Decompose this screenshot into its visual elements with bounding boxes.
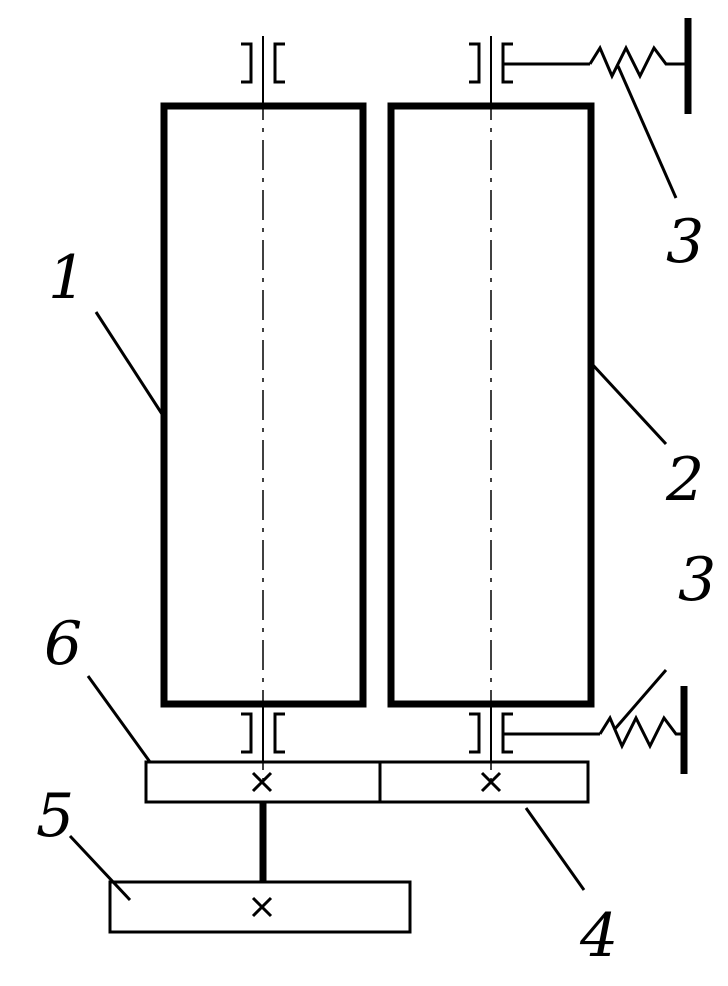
gear-5-center-mark: [251, 896, 273, 918]
leader-gear-5: [68, 834, 132, 902]
leader-roll-1: [94, 311, 164, 415]
gear-6-center-mark: [251, 771, 273, 793]
leader-gear-6: [86, 675, 152, 763]
bearing-roll-1-top: [241, 42, 285, 84]
leader-spring-top: [616, 65, 678, 199]
leader-roll-2: [590, 362, 668, 446]
leader-spring-bottom: [612, 669, 668, 731]
label-roll-2: 2: [665, 445, 704, 515]
label-spring-bottom: 3: [678, 545, 716, 615]
label-roll-1: 1: [48, 243, 86, 313]
spring-top: [503, 18, 692, 114]
label-gear-5: 5: [36, 781, 74, 851]
leader-gear-4: [524, 807, 586, 891]
bearing-roll-1-bottom: [241, 712, 285, 754]
label-gear-6: 6: [44, 609, 82, 679]
gear-4-center-mark: [480, 771, 502, 793]
label-spring-top: 3: [666, 207, 704, 277]
gear-5: [108, 880, 412, 934]
label-gear-4: 4: [579, 901, 618, 971]
spring-bottom: [503, 686, 688, 774]
gear-4: [378, 760, 590, 804]
